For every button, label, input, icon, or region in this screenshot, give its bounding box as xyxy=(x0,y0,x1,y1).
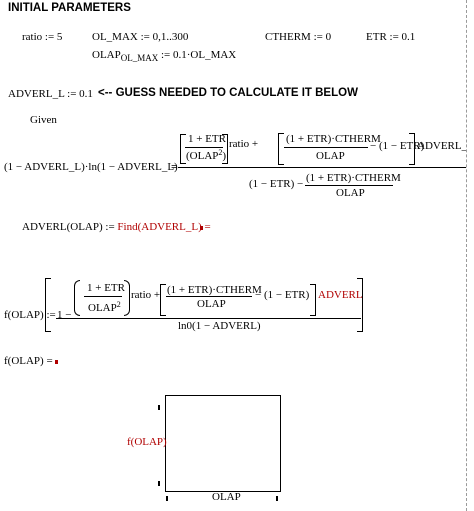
olap-text: (OLAP xyxy=(186,150,219,162)
outer-left-bracket xyxy=(45,278,51,332)
left-bracket xyxy=(160,284,166,316)
f-evaluation[interactable]: f(OLAP) = xyxy=(4,355,53,367)
find-rhs: Find(ADVERL_L) = xyxy=(117,221,211,233)
x-axis-label[interactable]: OLAP xyxy=(212,491,241,503)
given-keyword: Given xyxy=(30,114,57,126)
x-min-placeholder[interactable] xyxy=(166,496,168,501)
one-plus-etr: 1 + ETR xyxy=(188,133,226,145)
adverl-l-cut: ADVERL_L xyxy=(417,141,466,152)
main-fraction-bar xyxy=(178,167,466,168)
ln0-denominator: ln0(1 − ADVERL) xyxy=(178,320,261,332)
section-title: INITIAL PARAMETERS xyxy=(8,2,131,14)
fraction-bar xyxy=(185,147,223,148)
ratio-definition[interactable]: ratio := 5 xyxy=(22,31,63,43)
olap-text: OLAP xyxy=(88,302,117,314)
olap-denominator: OLAP xyxy=(316,150,345,162)
ratio-exponent: ratio + xyxy=(229,138,259,150)
adverl-reference: ADVERL xyxy=(318,289,363,301)
olap-rhs: := 0.1·OL_MAX xyxy=(158,49,237,61)
main-fraction-bar xyxy=(56,318,361,319)
f-lhs: f(OLAP) := xyxy=(4,309,56,321)
page-break-line xyxy=(466,0,467,511)
fraction-bar xyxy=(305,185,393,186)
right-bracket xyxy=(310,284,316,316)
y-min-placeholder[interactable] xyxy=(158,481,160,486)
minus-one-minus-etr: − (1 − ETR) xyxy=(255,289,310,301)
ratio-exponent: ratio + xyxy=(131,289,161,301)
ctherm-numerator: (1 + ETR)·CTHERM xyxy=(167,284,262,296)
olap-denominator: OLAP xyxy=(197,298,226,310)
plot-frame[interactable] xyxy=(165,395,281,492)
olap-close: ) xyxy=(222,150,227,162)
left-bracket xyxy=(278,133,284,165)
right-bracket xyxy=(409,133,415,165)
etr-definition[interactable]: ETR := 0.1 xyxy=(366,31,416,43)
x-max-placeholder[interactable] xyxy=(276,496,278,501)
right-bracket xyxy=(222,134,228,164)
one-minus: 1 − xyxy=(57,309,72,321)
right-paren xyxy=(124,280,130,316)
exponent-two: 2 xyxy=(218,148,223,157)
exponent-two: 2 xyxy=(116,300,121,309)
equals-bold: = xyxy=(171,161,178,173)
adverl-l-definition[interactable]: ADVERL_L := 0.1 xyxy=(8,88,93,100)
guess-note: <-- GUESS NEEDED TO CALCULATE IT BELOW xyxy=(98,87,358,99)
denominator-olap: OLAP xyxy=(336,187,365,199)
outer-right-bracket xyxy=(357,278,363,332)
y-max-placeholder[interactable] xyxy=(158,405,160,410)
denominator-ctherm: (1 + ETR)·CTHERM xyxy=(306,172,401,184)
left-bracket xyxy=(180,134,186,164)
olap-var: OLAP xyxy=(92,49,121,61)
ctherm-numerator: (1 + ETR)·CTHERM xyxy=(286,133,381,145)
fraction-bar xyxy=(284,147,368,148)
olap-squared: OLAP2 xyxy=(88,300,121,314)
olap-subscript: OL_MAX xyxy=(120,53,159,63)
y-axis-label[interactable]: f(OLAP) xyxy=(127,436,167,448)
result-placeholder[interactable] xyxy=(200,226,203,230)
denominator-left: (1 − ETR) − xyxy=(249,178,304,190)
minus-one-minus-etr: − (1 − ETR) xyxy=(370,140,425,152)
one-plus-etr: 1 + ETR xyxy=(87,282,125,294)
ctherm-definition[interactable]: CTHERM := 0 xyxy=(265,31,332,43)
find-definition[interactable]: ADVERL(OLAP) := Find(ADVERL_L) = xyxy=(22,222,211,233)
equation-lhs: (1 − ADVERL_L)·ln(1 − ADVERL_L) xyxy=(4,161,178,173)
olap-definition[interactable]: OLAPOL_MAX := 0.1·OL_MAX xyxy=(92,49,237,63)
left-paren xyxy=(74,280,80,316)
fraction-bar xyxy=(84,296,122,297)
ol-max-definition[interactable]: OL_MAX := 0,1..300 xyxy=(92,31,189,43)
result-placeholder[interactable] xyxy=(55,360,58,364)
olap-squared: (OLAP2) xyxy=(186,148,227,162)
find-lhs: ADVERL(OLAP) := xyxy=(22,221,118,233)
fraction-bar xyxy=(166,296,252,297)
